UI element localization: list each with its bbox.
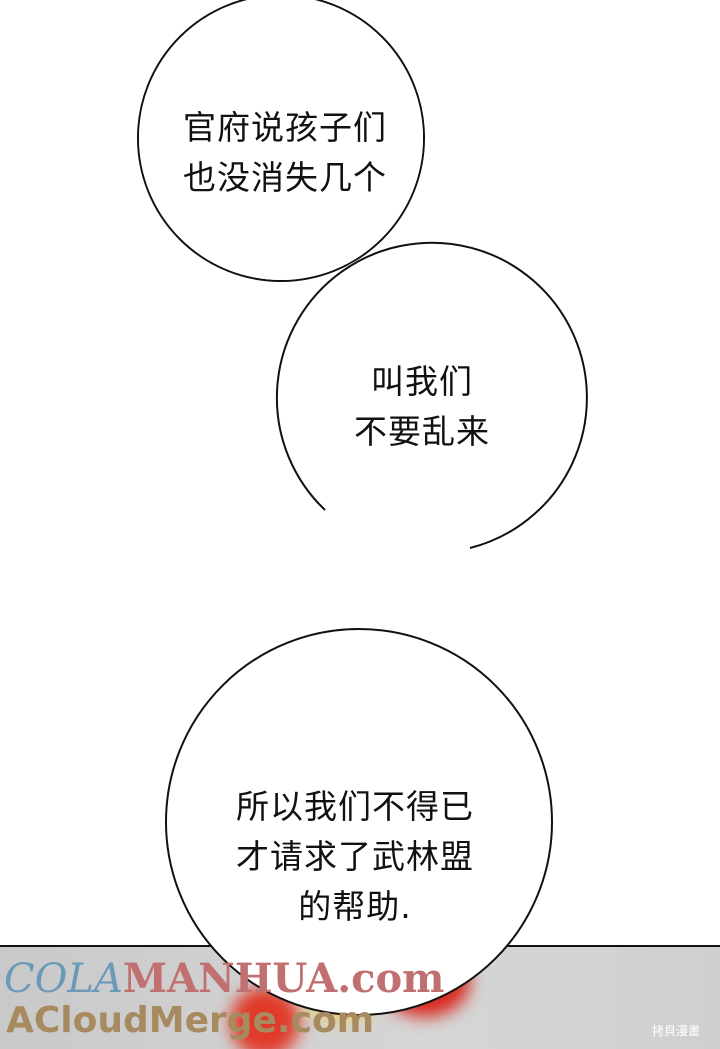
bubble-3: [165, 628, 553, 1016]
watermark-corner: 拷貝漫畫: [652, 1024, 701, 1038]
watermark-acloudmerge: ACloudMerge.com: [6, 1000, 375, 1041]
text-line: 叫我们: [371, 362, 473, 401]
bubble-3-text: 所以我们不得已 才请求了武林盟 的帮助.: [205, 782, 505, 932]
text-line: 的帮助.: [298, 887, 412, 926]
text-line: 才请求了武林盟: [236, 837, 474, 876]
bubble-2-text: 叫我们 不要乱来: [322, 357, 522, 457]
bubble-1-text: 官府说孩子们 也没消失几个: [150, 103, 420, 203]
bubble-2: [275, 241, 588, 549]
text-line: 也没消失几个: [183, 158, 387, 197]
bubble-1-fill: [139, 0, 423, 280]
text-line: 所以我们不得已: [236, 787, 474, 826]
text-line: 不要乱来: [354, 412, 490, 451]
watermark-colamanhua: COLAMANHUA.com: [4, 955, 445, 1002]
text-line: 官府说孩子们: [183, 108, 387, 147]
bubble-2-fill: [275, 242, 585, 552]
